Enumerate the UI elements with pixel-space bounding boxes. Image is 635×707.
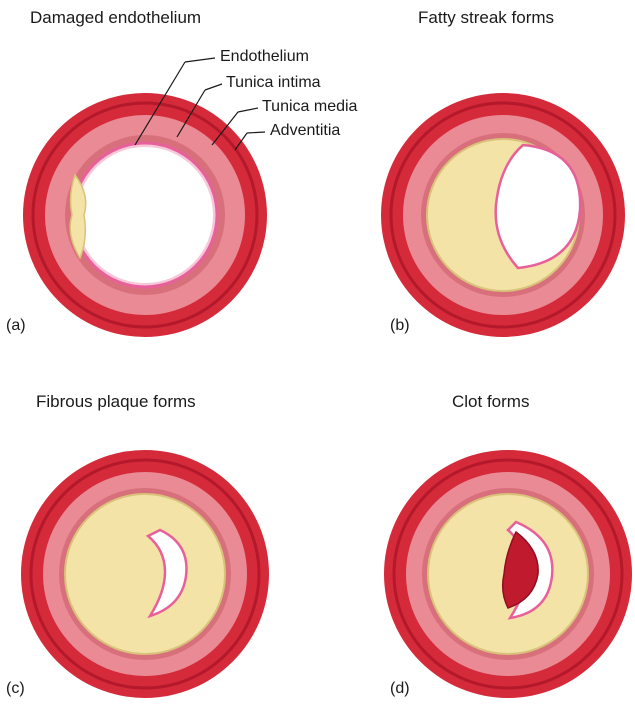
panel-c: Fibrous plaque forms (c)	[0, 354, 317, 707]
panel-b: Fatty streak forms (b)	[318, 0, 635, 353]
lumen	[77, 147, 213, 283]
panel-d-letter: (d)	[390, 680, 410, 698]
fibrous-plaque	[65, 494, 225, 654]
artery-cross-section-fatty-streak	[318, 0, 635, 353]
artery-cross-section-fibrous-plaque	[0, 354, 317, 707]
callout-endothelium: Endothelium	[220, 48, 309, 66]
callout-tunica-intima: Tunica intima	[226, 74, 321, 92]
panel-c-letter: (c)	[6, 680, 25, 698]
panel-d: Clot forms (d)	[318, 354, 635, 707]
panel-a-letter: (a)	[6, 317, 26, 335]
panel-b-letter: (b)	[390, 317, 410, 335]
panel-a: Damaged endothelium Endothelium Tunica i…	[0, 0, 317, 353]
artery-cross-section-clot	[318, 354, 635, 707]
